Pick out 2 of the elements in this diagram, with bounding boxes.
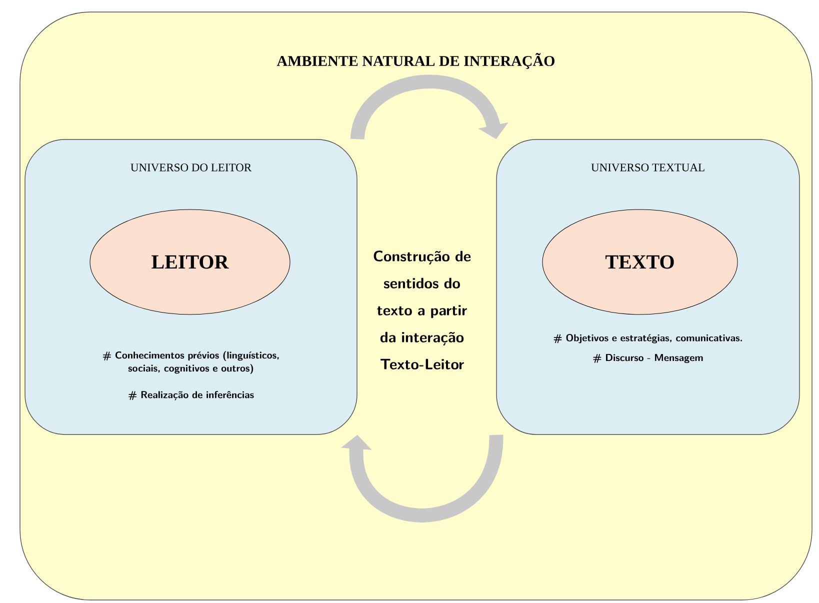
center-text: Construção de sentidos do texto a partir da interação Texto-Leitor: [374, 250, 471, 370]
curved-arrow: [341, 434, 504, 522]
